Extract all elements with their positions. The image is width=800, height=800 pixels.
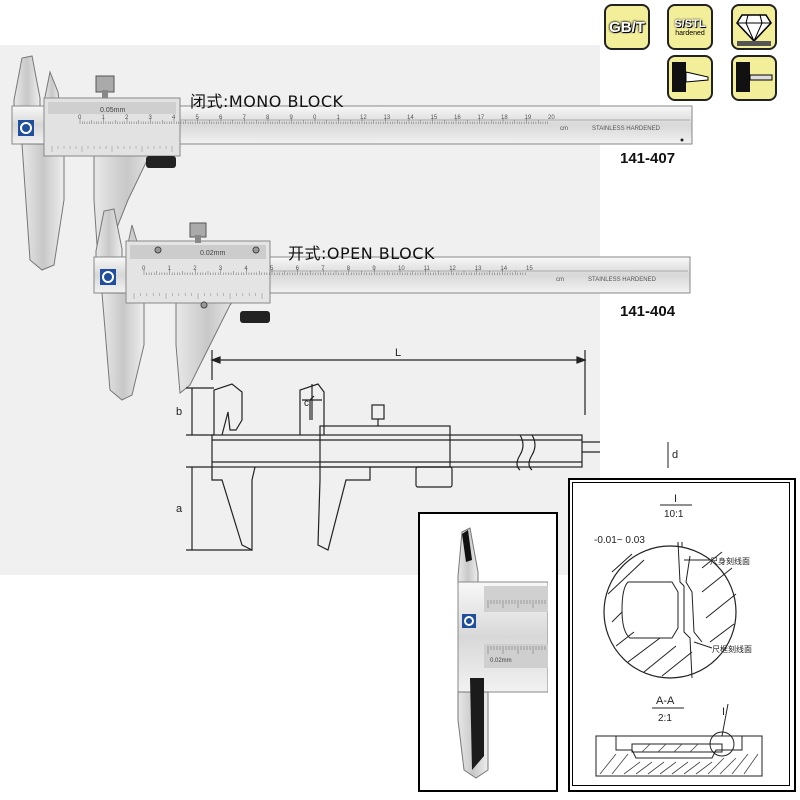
mono-scale-tick-label: 16 <box>454 115 461 121</box>
marker-i: I <box>722 706 725 718</box>
mono-scale-label: STAINLESS HARDENED <box>592 126 661 132</box>
dim-d-marker: d <box>667 442 678 468</box>
open-unit-label: cm <box>556 277 564 283</box>
open-scale-tick-label: 11 <box>424 266 431 272</box>
open-scale-tick-label: 13 <box>475 266 482 272</box>
open-vernier-label: 0.02mm <box>200 250 225 257</box>
mono-scale-tick-label: 20 <box>548 115 555 121</box>
open-scale-label: STAINLESS HARDENED <box>588 277 657 283</box>
gbt-text: GB/T <box>609 18 645 36</box>
open-scale-tick-label: 10 <box>398 266 405 272</box>
section-aa-scale: 2:1 <box>658 713 672 724</box>
mono-scale-tick-label: 13 <box>384 115 391 121</box>
mono-scale-tick-label: 15 <box>431 115 438 121</box>
mono-vernier-scale <box>51 146 173 152</box>
tolerance-label: -0.01~ 0.03 <box>594 535 645 546</box>
mono-vernier-label: 0.05mm <box>100 107 125 114</box>
jaw-type-badge-1 <box>667 55 713 101</box>
detail-vernier-label: 0.02mm <box>490 658 512 664</box>
mono-scale-tick-label: 12 <box>360 115 367 121</box>
open-vernier-scale <box>133 293 263 299</box>
section-aa-label: A-A <box>656 695 675 707</box>
annotation-top: 尺身刻线面 <box>710 556 750 566</box>
dim-a: a <box>176 503 183 515</box>
mono-block-model: 141-407 <box>620 150 676 167</box>
jaw-icon <box>672 62 709 92</box>
section-detail-drawing: I 10:1 -0.01~ 0.03 尺身刻线面 尺框刻线面 A-A 2:1 I <box>594 493 763 777</box>
mono-scale-tick-label: 17 <box>478 115 485 121</box>
sstl-badge: S/STL hardened <box>667 4 713 50</box>
open-block-model: 141-404 <box>620 303 676 320</box>
mono-scale-tick-label: 18 <box>501 115 508 121</box>
section-inner-border <box>572 482 790 786</box>
jaw-type-badge-2 <box>731 55 777 101</box>
section-i-scale: 10:1 <box>664 509 684 520</box>
sstl-text: S/STL <box>674 17 706 30</box>
mono-scale-tick-label: 19 <box>525 115 532 121</box>
dim-d: d <box>672 449 678 461</box>
gbt-badge: GB/T <box>604 4 650 50</box>
sstl-sub-text: hardened <box>675 29 705 37</box>
jaw-icon-2 <box>736 62 773 92</box>
open-scale-tick-label: 15 <box>526 266 533 272</box>
annotation-bottom: 尺框刻线面 <box>712 644 752 654</box>
diamond-icon <box>736 14 772 46</box>
detail-scale <box>487 600 546 654</box>
open-scale-tick-label: 12 <box>449 266 456 272</box>
section-i-label: I <box>674 493 677 505</box>
mono-block-label: 闭式:MONO BLOCK <box>190 92 344 111</box>
detail-photo: 0.02mm <box>457 527 548 779</box>
dim-L: L <box>395 347 401 359</box>
mono-scale-tick-label: 14 <box>407 115 414 121</box>
dim-b: b <box>176 406 182 418</box>
mono-unit-label: cm <box>560 126 568 132</box>
carbide-badge <box>731 4 777 50</box>
dim-c: c <box>304 398 309 409</box>
open-block-label: 开式:OPEN BLOCK <box>288 244 435 263</box>
dimension-drawing: L b c a <box>176 347 600 551</box>
open-scale-tick-label: 14 <box>500 266 507 272</box>
